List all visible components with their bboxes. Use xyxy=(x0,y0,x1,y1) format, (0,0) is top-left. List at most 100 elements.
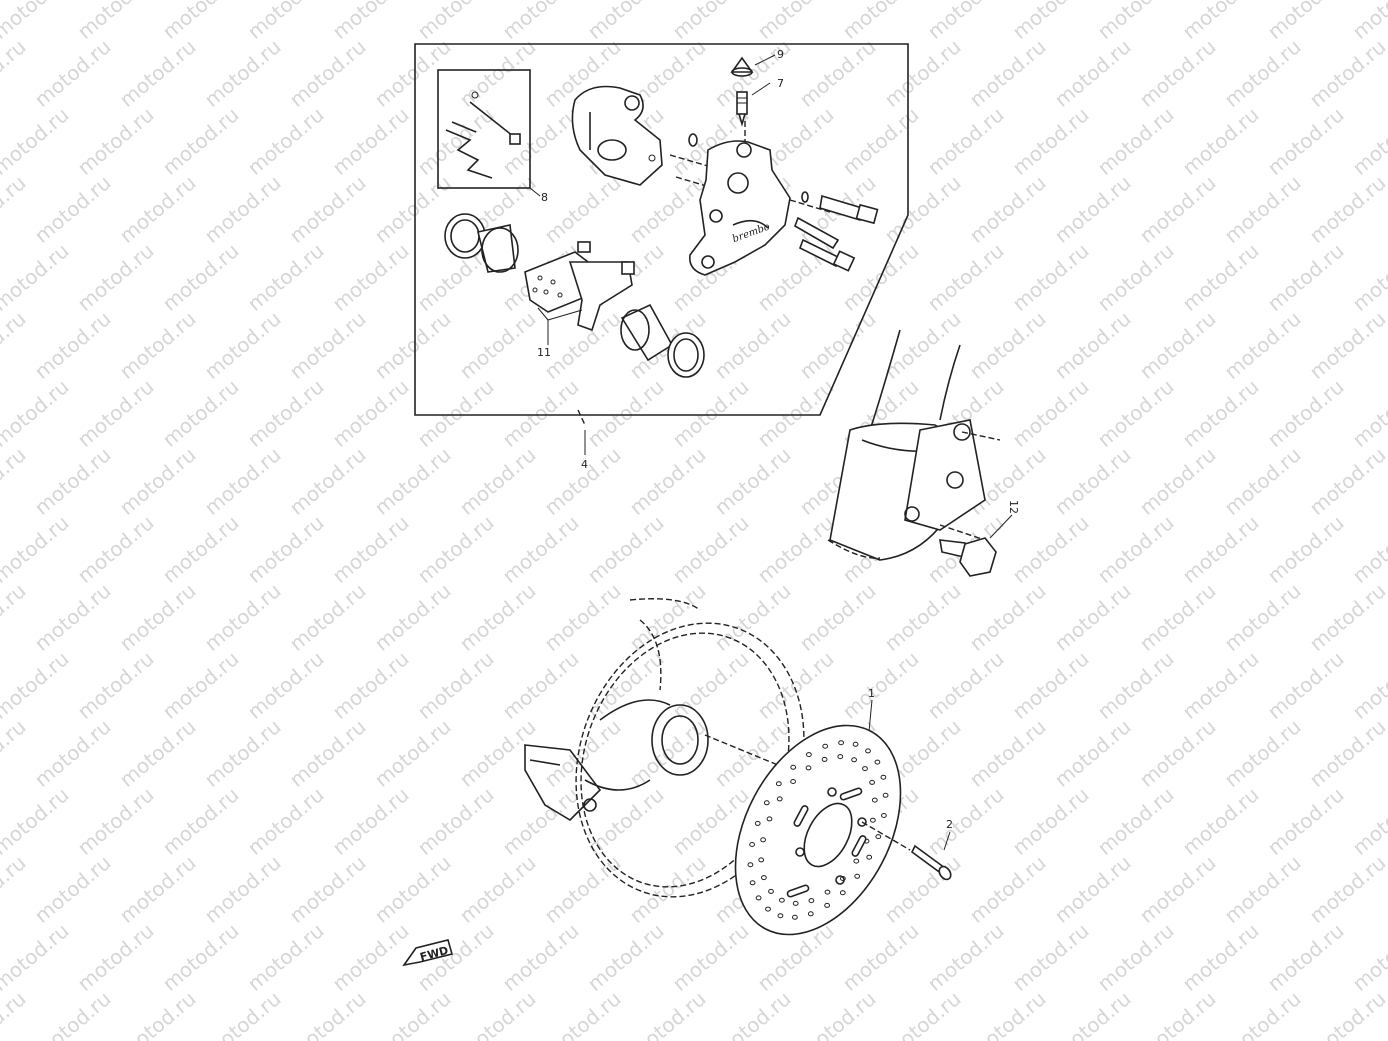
watermark-text: motod.ru xyxy=(1220,34,1306,111)
watermark-text: motod.ru xyxy=(455,34,541,111)
watermark-text: motod.ru xyxy=(965,170,1051,247)
watermark-text: motod.ru xyxy=(1135,986,1221,1041)
watermark-text: motod.ru xyxy=(498,918,584,995)
watermark-text: motod.ru xyxy=(1220,850,1306,927)
watermark-text: motod.ru xyxy=(1050,986,1136,1041)
watermark-text: motod.ru xyxy=(455,714,541,791)
watermark-text: motod.ru xyxy=(158,238,244,315)
watermark-text: motod.ru xyxy=(1220,714,1306,791)
disc-hole xyxy=(839,890,846,896)
watermark-text: motod.ru xyxy=(115,306,201,383)
watermark-text: motod.ru xyxy=(1093,510,1179,587)
fork-leg xyxy=(827,329,1001,561)
watermark-text: motod.ru xyxy=(1220,306,1306,383)
watermark-text: motod.ru xyxy=(540,850,626,927)
watermark-text: motod.ru xyxy=(328,510,414,587)
watermark-text: motod.ru xyxy=(1008,918,1094,995)
watermark-text: motod.ru xyxy=(243,374,329,451)
watermark-text: motod.ru xyxy=(498,374,584,451)
watermark-text: motod.ru xyxy=(710,986,796,1041)
caliper-bolt xyxy=(939,537,997,577)
watermark-text: motod.ru xyxy=(710,442,796,519)
disc-hole xyxy=(747,862,754,868)
watermark-text: motod.ru xyxy=(1220,578,1306,655)
watermark-text: motod.ru xyxy=(1263,238,1349,315)
disc-hole xyxy=(853,858,860,864)
watermark-text: motod.ru xyxy=(73,646,159,723)
watermark-text: motod.ru xyxy=(1135,170,1221,247)
watermark-text: motod.ru xyxy=(880,986,966,1041)
watermark-text: motod.ru xyxy=(1305,306,1388,383)
watermark-text: motod.ru xyxy=(583,0,669,44)
watermark-text: motod.ru xyxy=(1135,306,1221,383)
watermark-text: motod.ru xyxy=(30,442,116,519)
watermark-text: motod.ru xyxy=(200,986,286,1041)
watermark-text: motod.ru xyxy=(455,578,541,655)
watermark-text: motod.ru xyxy=(668,510,754,587)
watermark-text: motod.ru xyxy=(328,646,414,723)
watermark-text: motod.ru xyxy=(1305,578,1388,655)
pin-kit-inset xyxy=(437,69,531,189)
watermark-text: motod.ru xyxy=(285,170,371,247)
watermark-text: motod.ru xyxy=(158,918,244,995)
watermark-text: motod.ru xyxy=(1348,374,1388,451)
watermark-text: motod.ru xyxy=(795,306,881,383)
watermark-text: motod.ru xyxy=(1178,918,1264,995)
watermark-text: motod.ru xyxy=(965,714,1051,791)
watermark-text: motod.ru xyxy=(285,306,371,383)
watermark-text: motod.ru xyxy=(1008,646,1094,723)
watermark-text: motod.ru xyxy=(1008,782,1094,859)
watermark-text: motod.ru xyxy=(1263,510,1349,587)
watermark-text: motod.ru xyxy=(1220,170,1306,247)
watermark-text: motod.ru xyxy=(1093,782,1179,859)
watermark-text: motod.ru xyxy=(583,510,669,587)
watermark-text: motod.ru xyxy=(838,102,924,179)
watermark-text: motod.ru xyxy=(1093,102,1179,179)
watermark-text: motod.ru xyxy=(838,646,924,723)
watermark-text: motod.ru xyxy=(0,714,30,791)
watermark-text: motod.ru xyxy=(285,34,371,111)
watermark-text: motod.ru xyxy=(158,646,244,723)
disc-hole xyxy=(871,797,878,803)
watermark-text: motod.ru xyxy=(1348,0,1388,44)
disc-hole xyxy=(790,779,796,784)
watermark-text: motod.ru xyxy=(753,510,839,587)
watermark-text: motod.ru xyxy=(1178,782,1264,859)
watermark-text: motod.ru xyxy=(243,782,329,859)
watermark-text: motod.ru xyxy=(1348,102,1388,179)
watermark-text: motod.ru xyxy=(965,34,1051,111)
disc-bolt xyxy=(910,844,952,881)
watermark-text: motod.ru xyxy=(668,646,754,723)
disc-hole xyxy=(749,842,755,847)
disc-hole xyxy=(760,837,766,843)
disc-hole xyxy=(851,757,857,763)
watermark-text: motod.ru xyxy=(540,578,626,655)
watermark-text: motod.ru xyxy=(1305,170,1388,247)
disc-hole xyxy=(768,888,774,894)
watermark-text: motod.ru xyxy=(1178,510,1264,587)
caliper-bracket xyxy=(571,85,663,186)
disc-hole xyxy=(805,765,812,771)
watermark-text: motod.ru xyxy=(1348,646,1388,723)
watermark-text: motod.ru xyxy=(498,646,584,723)
watermark-text: motod.ru xyxy=(838,918,924,995)
watermark-text: motod.ru xyxy=(710,306,796,383)
callout-disc: 1 xyxy=(868,687,875,700)
watermark-text: motod.ru xyxy=(498,510,584,587)
disc-hole xyxy=(790,764,797,770)
watermark-text: motod.ru xyxy=(1220,442,1306,519)
watermark-text: motod.ru xyxy=(115,170,201,247)
bleed-cap xyxy=(730,56,754,77)
watermark-text: motod.ru xyxy=(285,578,371,655)
watermark-text: motod.ru xyxy=(795,986,881,1041)
watermark-text: motod.ru xyxy=(115,714,201,791)
watermark-text: motod.ru xyxy=(1305,714,1388,791)
watermark-text: motod.ru xyxy=(1093,918,1179,995)
watermark-text: motod.ru xyxy=(753,374,839,451)
watermark-text: motod.ru xyxy=(413,646,499,723)
watermark-text: motod.ru xyxy=(73,782,159,859)
watermark-text: motod.ru xyxy=(370,986,456,1041)
caliper-pin-upper xyxy=(819,194,879,225)
watermark-text: motod.ru xyxy=(30,714,116,791)
brake-pads xyxy=(524,241,635,332)
